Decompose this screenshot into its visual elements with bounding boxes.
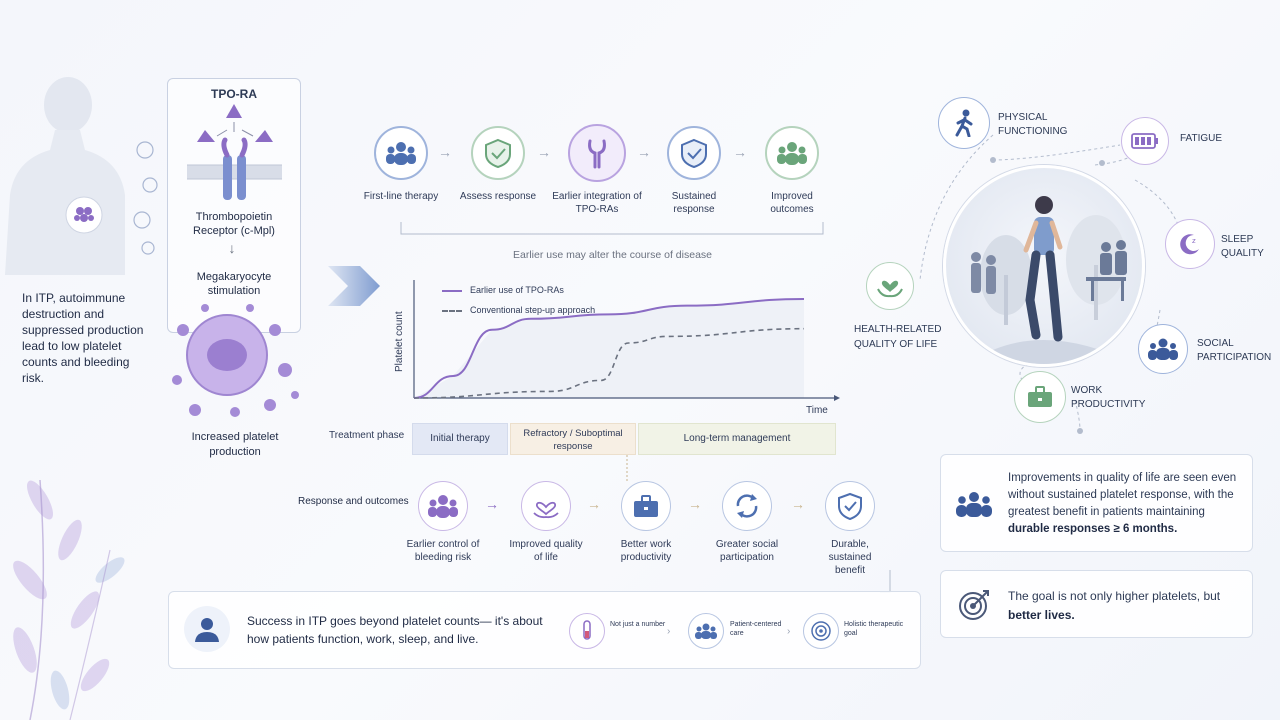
qol-evidence-main: Improvements in quality of life are seen…: [1008, 472, 1237, 518]
chart-x-arrow: [834, 395, 840, 401]
target-arrow-icon: [954, 585, 994, 625]
chevron-right-icon: [328, 266, 380, 306]
arrow-right-icon: →: [688, 496, 702, 512]
qol-evidence-bold: durable responses ≥ 6 months.: [1008, 523, 1178, 535]
mini-label: Patient-centered care: [730, 621, 782, 637]
target-icon: [803, 613, 839, 649]
arrow-right-icon: →: [537, 144, 551, 160]
production-label: Increased platelet production: [191, 431, 279, 458]
domain-label: FATIGUE: [1180, 133, 1223, 144]
briefcase-icon: [1014, 371, 1066, 423]
cell-particles: [133, 141, 158, 255]
patient-walking-illustration: [943, 165, 1145, 367]
outcome-icon-qol: [521, 481, 571, 531]
arrow-right-icon: →: [637, 144, 651, 160]
domain-label: SOCIAL PARTICIPATION: [1197, 338, 1272, 363]
person-icon: [184, 606, 230, 652]
care-people-icon: [688, 613, 724, 649]
mini-label: Not just a number: [610, 621, 666, 628]
qol-evidence-text: Improvements in quality of life are seen…: [1008, 470, 1246, 538]
legend-label: Earlier use of TPO-RAs: [470, 285, 564, 295]
battery-icon: [1121, 117, 1169, 165]
outcome-label: Durable, sustained benefit: [828, 539, 872, 576]
goal-main: The goal is not only higher platelets, b…: [1008, 589, 1221, 603]
domain-label: WORK PRODUCTIVITY: [1071, 385, 1146, 410]
arrow-right-icon: →: [438, 144, 452, 160]
outcome-label: Earlier control of bleeding risk: [406, 539, 480, 563]
pathway-label: Assess response: [459, 191, 537, 202]
phase-label: Treatment phase: [329, 430, 405, 441]
chevron-right-icon: ›: [667, 626, 671, 637]
goal-text: The goal is not only higher platelets, b…: [1008, 587, 1228, 625]
svg-text:z: z: [1192, 237, 1196, 245]
heart-hands-icon: [866, 262, 914, 310]
outcome-label: Greater social participation: [715, 539, 779, 563]
phase-connector: [626, 455, 628, 483]
outcome-icon-work: [621, 481, 671, 531]
pathway-label: Sustained response: [671, 191, 717, 215]
success-message: Success in ITP goes beyond platelet coun…: [247, 614, 543, 646]
pathway-icon-outcomes: [765, 126, 819, 180]
chart-xlabel: Time: [806, 405, 828, 416]
pathway-bracket: [400, 222, 824, 235]
domain-label: PHYSICAL FUNCTIONING: [998, 112, 1068, 137]
chart-area: [414, 299, 804, 398]
goal-card: [940, 570, 1253, 638]
pathway-icon-assess: [471, 126, 525, 180]
receptor-illustration: [187, 104, 282, 200]
platelet-chart: [413, 280, 840, 401]
pathway-label: Earlier integration of TPO-RAs: [552, 191, 642, 215]
mini-label: Holistic therapeutic goal: [844, 621, 904, 637]
arrow-right-icon: →: [485, 496, 499, 512]
social-group-icon: [1138, 324, 1188, 374]
domain-label: SLEEP QUALITY: [1221, 234, 1264, 259]
outcome-label: Better work productivity: [620, 539, 672, 563]
outcome-icon-durable: [825, 481, 875, 531]
outcome-label: Improved quality of life: [509, 539, 583, 563]
moon-icon: z: [1165, 219, 1215, 269]
legend-dashed-swatch: [442, 310, 462, 312]
outcomes-label: Response and outcomes: [298, 496, 409, 507]
down-arrow-icon: ↓: [228, 240, 236, 256]
body-silhouette: [5, 77, 125, 275]
megakaryocyte-icon: [172, 304, 299, 417]
phase-refractory: Refractory / Suboptimal response: [510, 423, 636, 455]
legend-solid-swatch: [442, 290, 462, 292]
pathway-icon-tpo: [568, 124, 626, 182]
pathway-icon-sustained: [667, 126, 721, 180]
success-card: [168, 591, 921, 669]
walking-person-icon: [938, 97, 990, 149]
pathway-icon-first-line: [374, 126, 428, 180]
outcome-icon-social: [722, 481, 772, 531]
pathway-label: First-line therapy: [363, 191, 439, 202]
arrow-right-icon: →: [587, 496, 601, 512]
chart-series-line: [413, 298, 805, 399]
test-tube-icon: [569, 613, 605, 649]
domain-label: HEALTH-RELATED QUALITY OF LIFE: [854, 324, 942, 350]
pathway-label: Improved outcomes: [770, 191, 814, 215]
arrow-right-icon: →: [733, 144, 747, 160]
qol-evidence-card: [940, 454, 1253, 552]
pathway-note: Earlier use may alter the course of dise…: [512, 249, 712, 261]
tpo-ra-panel: [167, 78, 301, 333]
arrow-right-icon: →: [791, 496, 805, 512]
tpo-ra-title: TPO-RA: [211, 87, 257, 101]
legend-label: Conventional step-up approach: [470, 305, 596, 315]
goal-bold: better lives.: [1008, 608, 1075, 622]
leaf-decoration: [13, 479, 125, 720]
chart-series-line: [413, 327, 805, 399]
phase-long-term: Long-term management: [638, 423, 836, 455]
itp-description: In ITP, autoimmune destruction and suppr…: [22, 291, 144, 385]
chevron-right-icon: ›: [787, 626, 791, 637]
stimulation-label: Megakaryocyte stimulation: [196, 271, 272, 297]
phase-initial: Initial therapy: [412, 423, 508, 455]
chart-ylabel: Platelet count: [394, 311, 405, 372]
people-group-icon: [952, 482, 996, 526]
outcome-icon-bleeding: [418, 481, 468, 531]
receptor-label: Thrombopoietin Receptor (c-Mpl): [193, 211, 275, 237]
